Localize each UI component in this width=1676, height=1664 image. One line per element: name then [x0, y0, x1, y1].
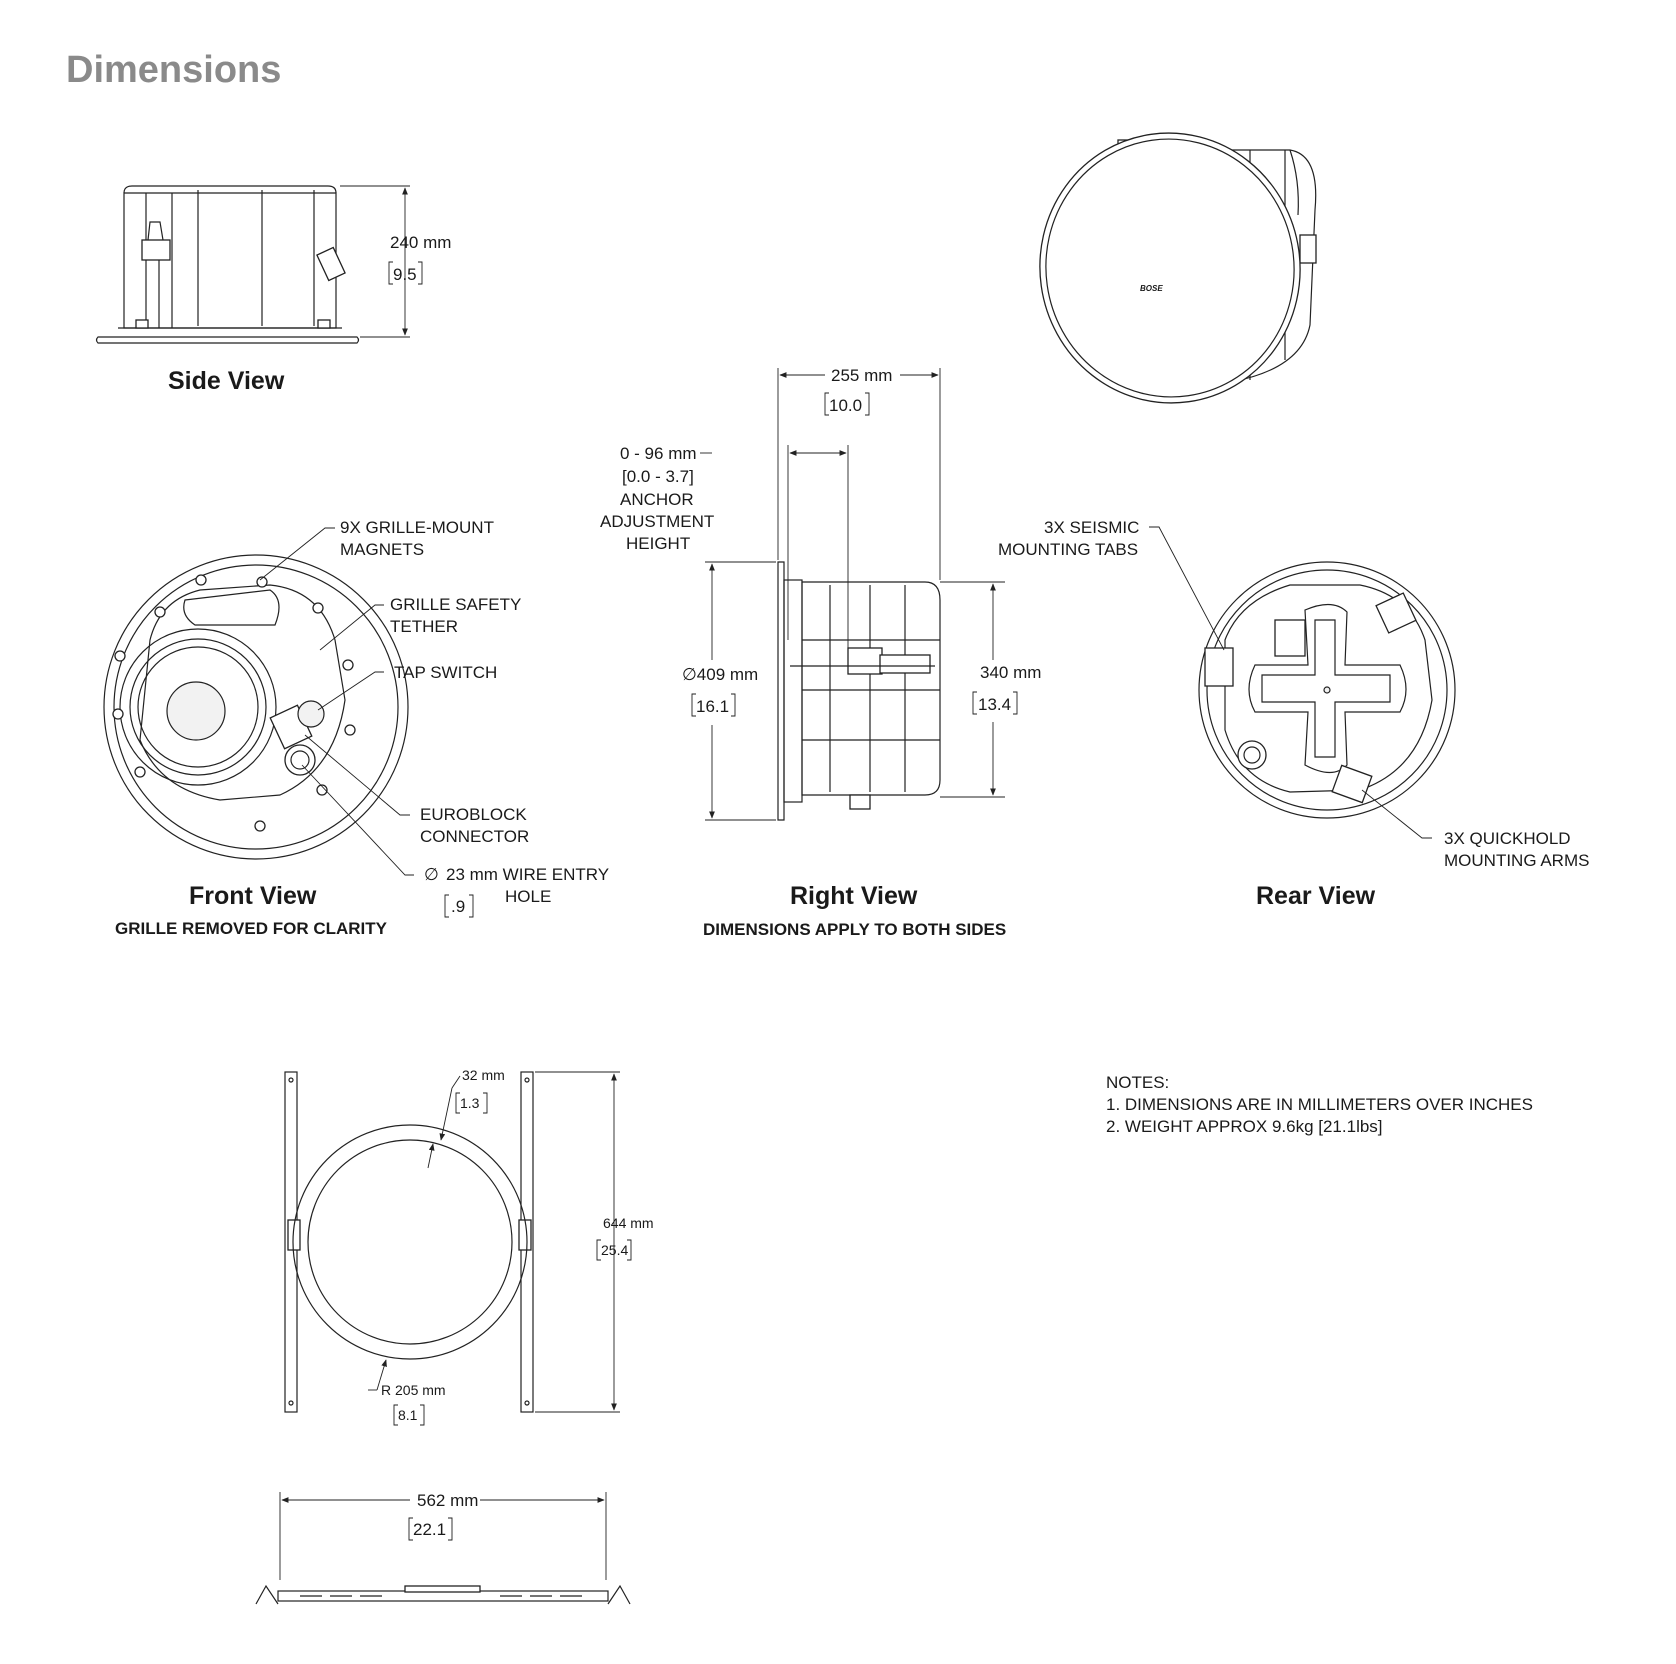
front-tap-switch-label: TAP SWITCH	[394, 663, 497, 682]
bracket-width-mm: 562 mm	[417, 1491, 478, 1510]
bracket-ring-in: 1.3	[460, 1095, 480, 1111]
side-view-drawing	[95, 185, 360, 344]
rear-quickhold-label-1: 3X QUICKHOLD	[1444, 829, 1571, 848]
rear-view-drawing	[1198, 561, 1456, 819]
right-depth-mm: 255 mm	[831, 366, 892, 385]
right-diameter-dimension	[705, 561, 776, 821]
front-wire-hole-label-2: HOLE	[505, 887, 551, 906]
front-callout-leaders	[259, 527, 414, 876]
right-diameter-in: 16.1	[696, 697, 729, 716]
side-height-mm: 240 mm	[390, 233, 451, 252]
bracket-width-in: 22.1	[413, 1520, 446, 1539]
rear-view-title: Rear View	[1256, 882, 1376, 910]
bracket-dimensions	[368, 1071, 620, 1413]
front-view-drawing	[103, 554, 409, 860]
right-depth-dimension	[777, 368, 941, 580]
bracket-ring-mm: 32 mm	[462, 1067, 505, 1083]
bracket-length-mm: 644 mm	[603, 1215, 654, 1231]
right-view-title: Right View	[790, 882, 918, 910]
side-height-in: 9.5	[393, 265, 417, 284]
right-anchor-label-3: HEIGHT	[626, 534, 690, 553]
page-title: Dimensions	[66, 49, 281, 91]
isometric-speaker-drawing	[1039, 132, 1317, 404]
right-anchor-in: [0.0 - 3.7]	[622, 467, 694, 486]
front-tether-label-2: TETHER	[390, 617, 458, 636]
front-magnets-label-1: 9X GRILLE-MOUNT	[340, 518, 494, 537]
right-body-dimension	[940, 581, 1005, 798]
right-view-subtitle: DIMENSIONS APPLY TO BOTH SIDES	[703, 920, 1006, 939]
bracket-drawing	[284, 1071, 534, 1413]
right-body-in: 13.4	[978, 695, 1011, 714]
rear-seismic-label-1: 3X SEISMIC	[1044, 518, 1139, 537]
bracket-top-view-drawing	[255, 1492, 631, 1605]
rear-quickhold-label-2: MOUNTING ARMS	[1444, 851, 1589, 870]
right-view-drawing	[777, 561, 941, 821]
bose-logo: BOSE	[1140, 284, 1163, 293]
right-depth-in: 10.0	[829, 396, 862, 415]
right-diameter-mm: ∅409 mm	[682, 665, 758, 684]
front-tether-label-1: GRILLE SAFETY	[390, 595, 521, 614]
front-wire-hole-in: .9	[451, 897, 465, 916]
front-view-subtitle: GRILLE REMOVED FOR CLARITY	[115, 919, 388, 938]
front-wire-hole-label-1: 23 mm WIRE ENTRY	[446, 865, 609, 884]
bracket-length-in: 25.4	[601, 1242, 628, 1258]
right-anchor-label-2: ADJUSTMENT	[600, 512, 714, 531]
front-magnets-label-2: MAGNETS	[340, 540, 424, 559]
bracket-radius-mm: R 205 mm	[381, 1382, 446, 1398]
right-anchor-dimension	[700, 445, 849, 648]
front-euroblock-label-2: CONNECTOR	[420, 827, 529, 846]
side-height-dimension	[340, 185, 410, 338]
right-body-mm: 340 mm	[980, 663, 1041, 682]
rear-seismic-label-2: MOUNTING TABS	[998, 540, 1138, 559]
front-magnet-markers	[112, 574, 356, 832]
note-item-1: 1. DIMENSIONS ARE IN MILLIMETERS OVER IN…	[1106, 1095, 1533, 1114]
right-anchor-label-1: ANCHOR	[620, 490, 694, 509]
side-view-title: Side View	[168, 367, 285, 395]
front-euroblock-label-1: EUROBLOCK	[420, 805, 527, 824]
right-anchor-mm: 0 - 96 mm	[620, 444, 697, 463]
bracket-radius-in: 8.1	[398, 1407, 418, 1423]
rear-callout-leaders	[1149, 526, 1432, 839]
front-view-title: Front View	[189, 882, 317, 910]
notes-heading: NOTES:	[1106, 1073, 1169, 1092]
wire-hole-diameter-icon: ∅	[424, 865, 439, 884]
note-item-2: 2. WEIGHT APPROX 9.6kg [21.1lbs]	[1106, 1117, 1383, 1136]
